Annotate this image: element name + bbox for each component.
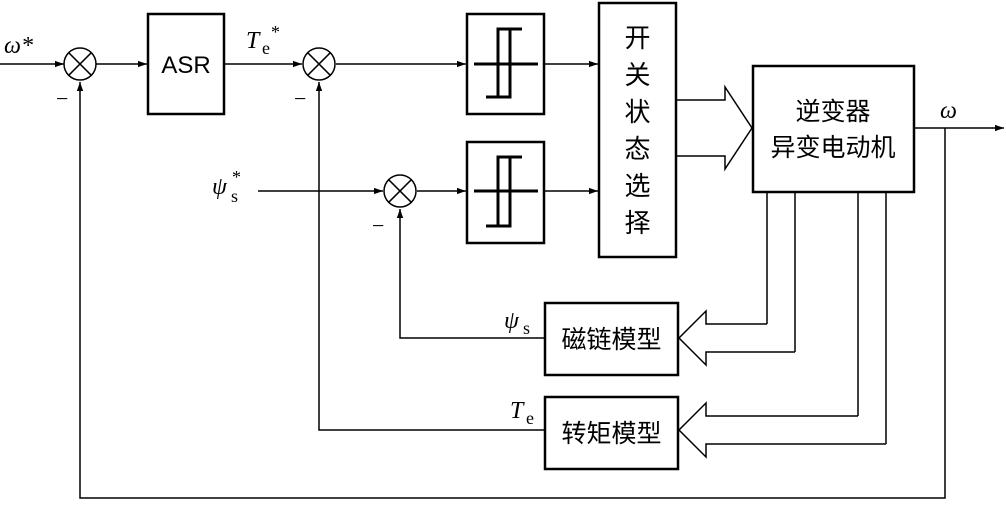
motor-label: 异变电动机 (770, 133, 895, 162)
psi-ref-superscript: * (232, 167, 241, 187)
torque-model-block (543, 395, 680, 471)
sum-junction-speed (63, 47, 97, 81)
asr-block (146, 12, 226, 116)
psi-fb-symbol: ψ (504, 308, 520, 334)
te-fb-subscript: e (526, 408, 534, 428)
te-ref-superscript: * (271, 22, 280, 42)
flux-model-block (543, 301, 680, 377)
switch-state-select-block (597, 1, 678, 259)
switch-select-char-2: 关 (624, 61, 650, 91)
omega-ref-label: ω* (4, 33, 33, 59)
psi-fb-subscript: s (523, 318, 530, 338)
te-ref-symbol: T (246, 28, 261, 54)
minus-sign-torque: − (294, 86, 306, 111)
inverter-label: 逆变器 (795, 97, 870, 126)
hollow-arrows (676, 84, 886, 459)
switch-select-char-1: 开 (624, 24, 650, 54)
inverter-motor-block (751, 64, 916, 194)
switch-select-label: 开 关 状 态 选 择 (624, 24, 650, 239)
torque-model-label: 转矩模型 (561, 419, 661, 448)
sum-junction-flux (383, 174, 417, 208)
switch-select-char-5: 选 (624, 172, 650, 202)
summing-junctions (63, 47, 417, 208)
psi-ref-subscript: s (231, 186, 238, 206)
torque-feedback-line (315, 82, 545, 431)
omega-out-label: ω (940, 98, 957, 124)
switch-select-char-4: 态 (624, 135, 650, 165)
torque-hysteresis-icon (474, 27, 538, 99)
te-fb-symbol: T (510, 398, 525, 424)
torque-model-input-arrow (677, 401, 886, 459)
speed-feedback-line (76, 82, 946, 499)
sum-junction-torque (302, 47, 336, 81)
minus-sign-speed: − (56, 86, 68, 111)
switch-select-char-6: 择 (624, 209, 650, 239)
flux-model-input-arrow (677, 309, 795, 367)
asr-label: ASR (161, 52, 210, 79)
minus-sign-flux: − (372, 213, 384, 238)
signal-lines (0, 60, 1004, 499)
flux-feedback-line (396, 209, 545, 339)
flux-hysteresis-icon (474, 155, 538, 228)
psi-ref-symbol: ψ (212, 174, 228, 200)
switch-to-inverter-arrow (676, 84, 753, 172)
flux-model-label: 磁链模型 (561, 325, 661, 354)
switch-select-char-3: 状 (624, 98, 650, 128)
te-ref-subscript: e (262, 38, 270, 58)
